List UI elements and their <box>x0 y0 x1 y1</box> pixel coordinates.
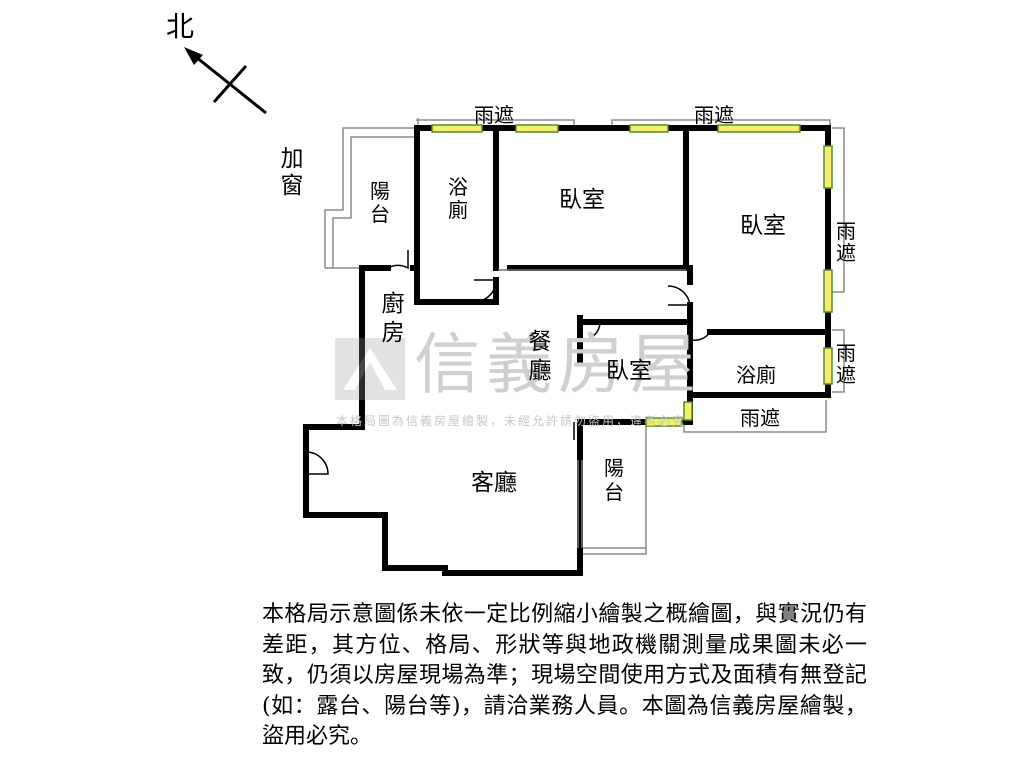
bedroom-ne-label: 臥室 <box>740 213 786 239</box>
disclaimer-text: 本格局示意圖係未依一定比例縮小繪製之概繪圖，與實況仍有差距，其方位、格局、形狀等… <box>262 602 867 749</box>
canopy-south-label: 雨遮 <box>740 406 780 430</box>
canopy-east-2-label: 雨遮 <box>836 341 856 387</box>
kitchen-label: 廚房 <box>381 291 405 346</box>
balcony-south-label: 陽台 <box>604 456 624 504</box>
brand-logo-icon <box>335 338 405 400</box>
bedroom-mid-label: 臥室 <box>606 358 652 384</box>
living-label: 客廳 <box>471 470 517 496</box>
door-swings <box>305 250 711 475</box>
balcony-nw-label: 陽台 <box>370 179 390 226</box>
north-arrow-icon <box>184 47 267 115</box>
add-window-label: 加窗 <box>280 146 304 199</box>
windows <box>431 124 833 427</box>
compass-label: 北 <box>166 10 195 43</box>
balcony-outlines <box>324 118 845 555</box>
watermark-brand: 信義房屋 <box>414 326 702 403</box>
canopy-east-1-label: 雨遮 <box>836 219 856 265</box>
bedroom-north-label: 臥室 <box>559 187 605 213</box>
bath-east-label: 浴廁 <box>736 363 776 387</box>
watermark-notice: 本格局圖為信義房屋繪製，未經允許請勿盜用，違者必究 <box>336 414 687 428</box>
canopy-north-2-label: 雨遮 <box>694 103 734 127</box>
dining-label: 餐廳 <box>528 329 552 384</box>
partitions <box>498 269 686 548</box>
bath-north-label: 浴廁 <box>448 175 468 222</box>
canopy-north-1-label: 雨遮 <box>474 103 514 127</box>
